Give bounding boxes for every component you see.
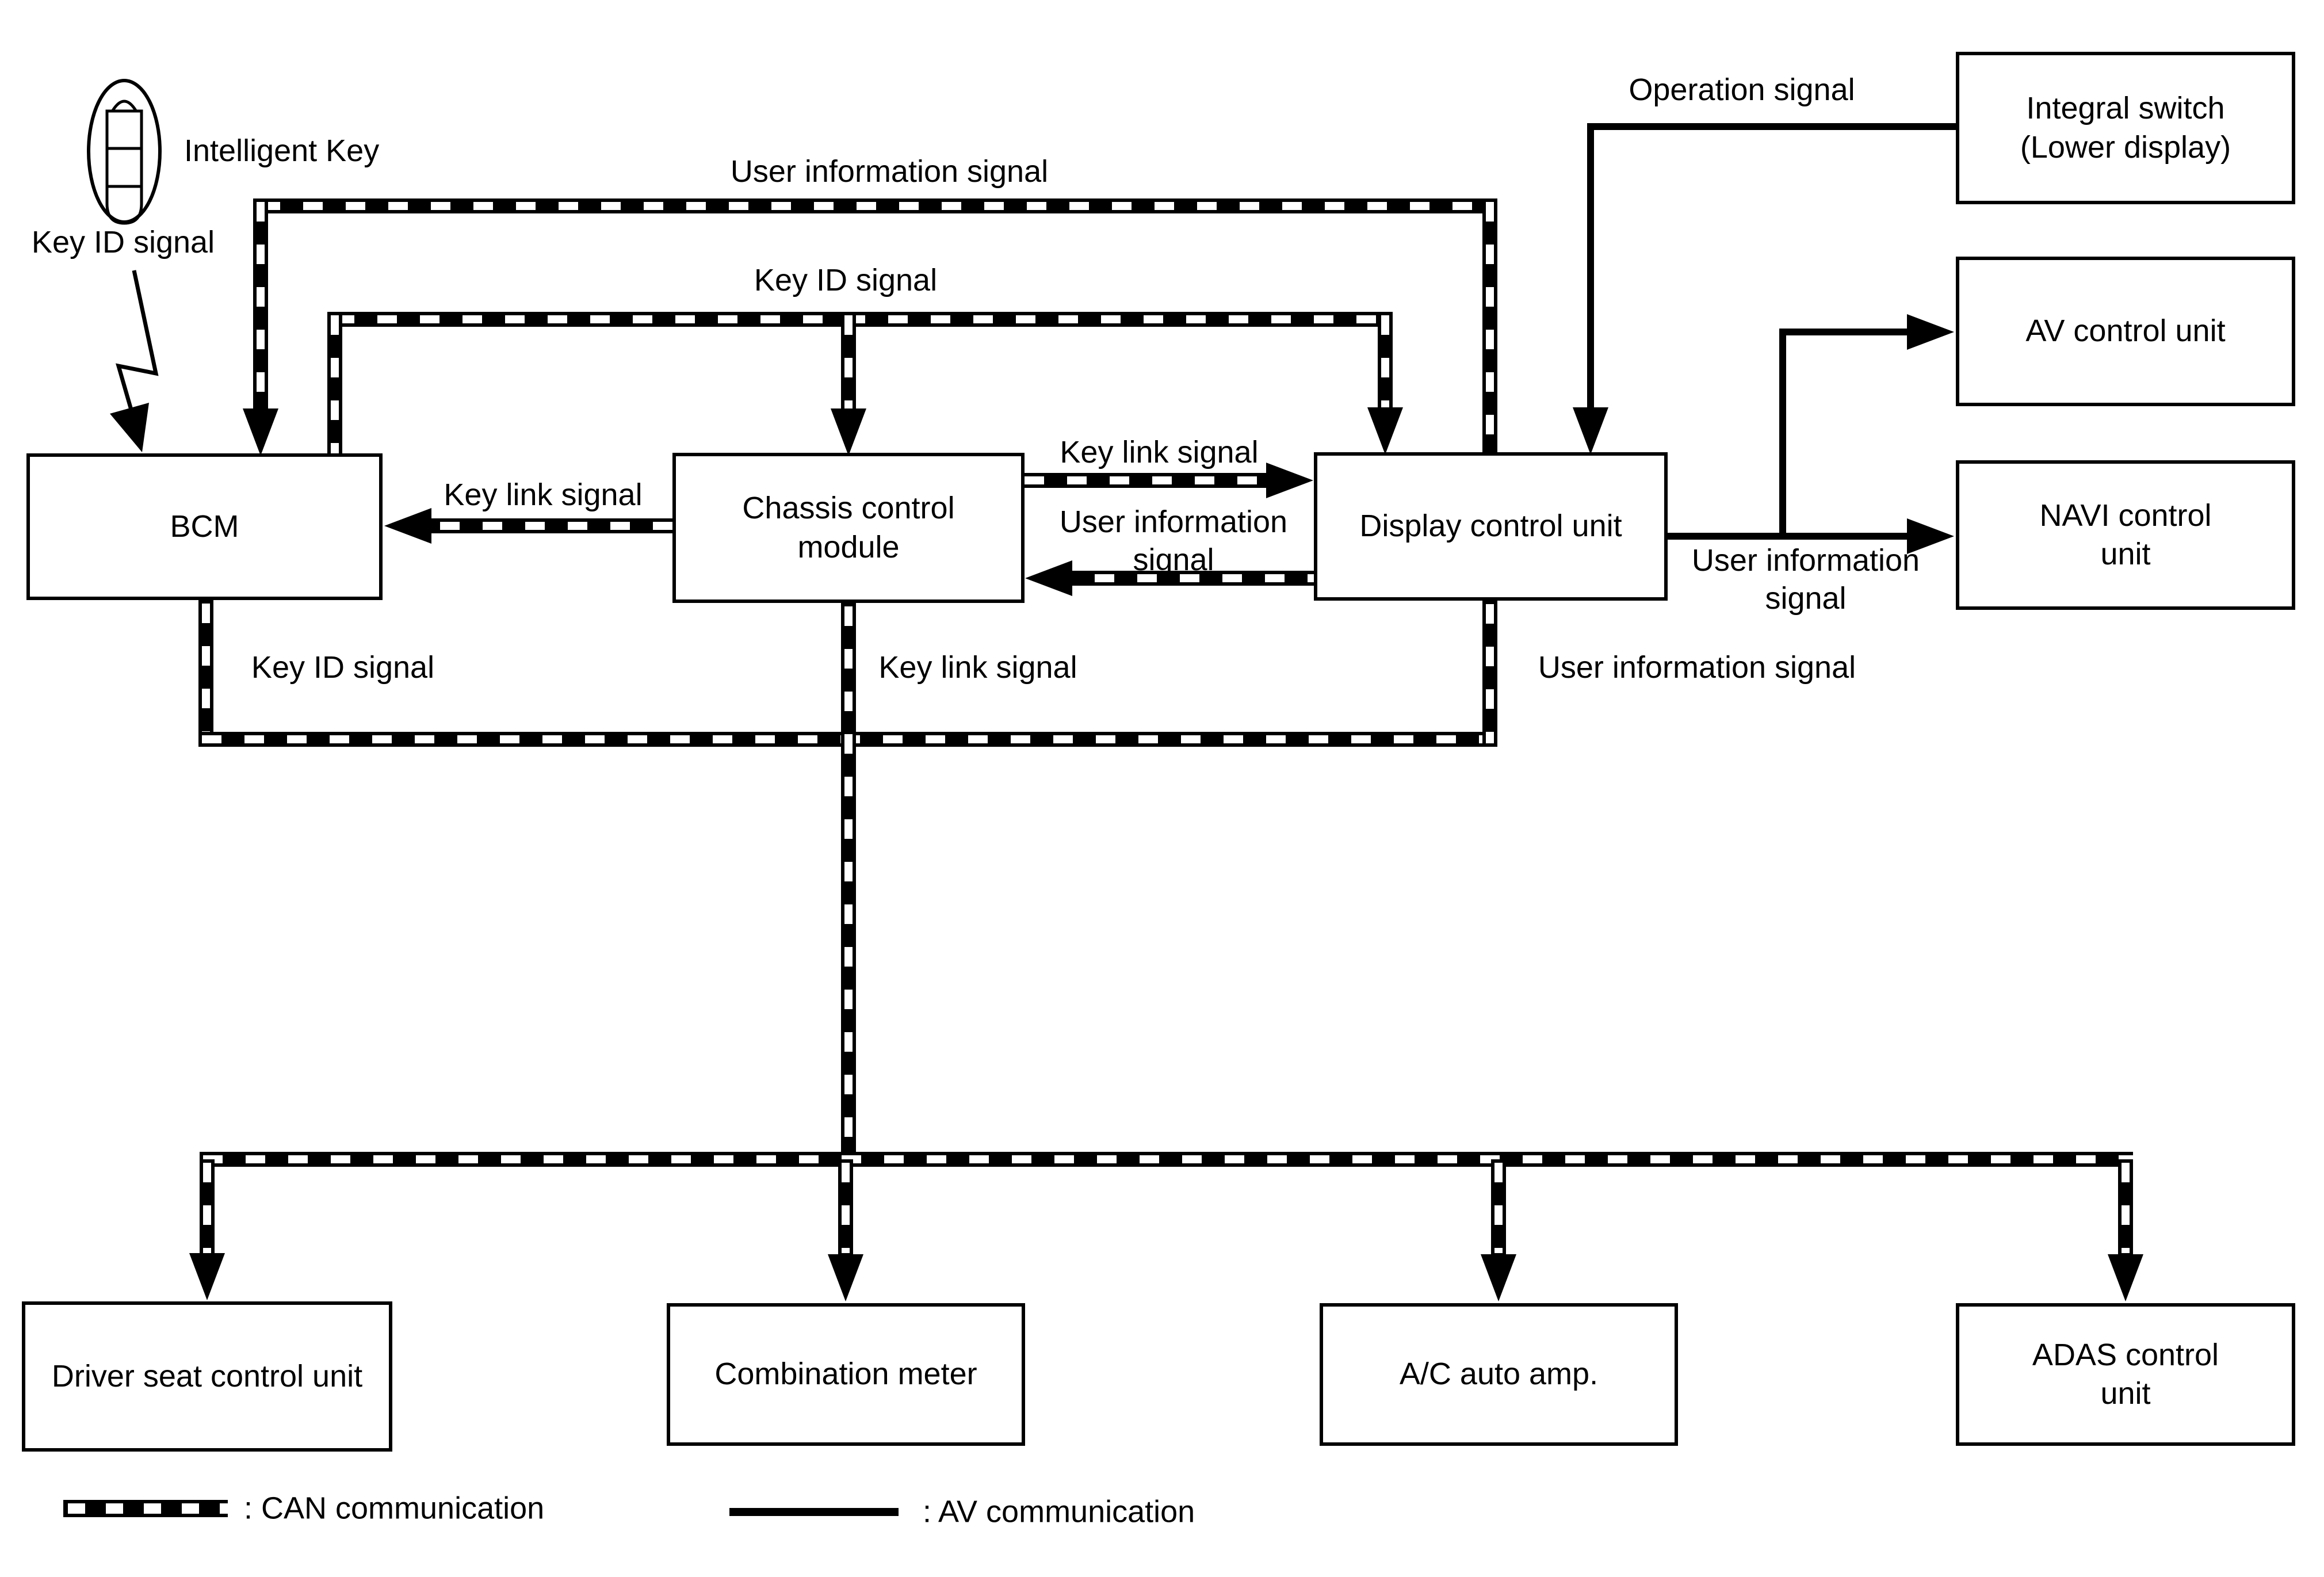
- box-navi-control-unit: NAVI control unit: [1956, 460, 2295, 610]
- can-bus-bottom: [189, 1152, 2143, 1301]
- arrowhead-down-into-bcm: [243, 408, 278, 456]
- label-user-information-signal-mid: User information signal: [1059, 505, 1288, 577]
- label-key-link-signal-display: Key link signal: [1060, 435, 1259, 470]
- label-operation-signal: Operation signal: [1629, 72, 1855, 108]
- arrowhead-right-into-navi: [1907, 518, 1954, 554]
- arrowhead-down-into-driver-seat: [189, 1253, 225, 1300]
- box-chassis-control-module: Chassis control module: [672, 453, 1025, 603]
- can-line-user-info-top: [243, 198, 1497, 456]
- can-bus-middle: [198, 600, 1497, 1159]
- label-intelligent-key: Intelligent Key: [184, 133, 380, 169]
- arrowhead-down-into-chassis: [831, 408, 866, 456]
- box-combination-meter: Combination meter: [667, 1303, 1025, 1446]
- arrowhead-down-into-display-op: [1573, 407, 1608, 455]
- can-line-key-id-top: [327, 312, 1403, 456]
- arrowhead-down-into-display: [1367, 407, 1403, 455]
- label-user-information-signal-bottom: User information signal: [1538, 650, 1856, 685]
- arrowhead-right-into-av: [1907, 314, 1954, 350]
- arrowhead-down-into-ac-amp: [1481, 1254, 1516, 1301]
- box-adas-control-unit: ADAS control unit: [1956, 1303, 2295, 1446]
- arrowhead-down-into-adas: [2108, 1254, 2143, 1301]
- arrowhead-down-into-combination-meter: [828, 1254, 863, 1301]
- label-user-information-signal-nav: User information signal: [1691, 543, 1920, 616]
- label-key-link-signal-bottom: Key link signal: [878, 650, 1077, 685]
- box-bcm: BCM: [26, 453, 383, 600]
- legend-label-can: : CAN communication: [244, 1491, 545, 1526]
- av-line-operation-signal: [1573, 123, 1956, 455]
- can-line-key-link-bcm: [384, 508, 672, 544]
- box-ac-auto-amp: A/C auto amp.: [1320, 1303, 1678, 1446]
- legend-label-av: : AV communication: [923, 1494, 1195, 1529]
- box-av-control-unit: AV control unit: [1956, 257, 2295, 406]
- arrowhead-left-into-bcm: [384, 508, 431, 544]
- arrowhead-right-into-display: [1266, 463, 1313, 498]
- box-integral-switch: Integral switch (Lower display): [1956, 52, 2295, 204]
- can-line-key-link-display: [1025, 463, 1313, 498]
- av-line-user-info-out: [1668, 314, 1954, 554]
- arrowhead-lightning-tip: [110, 403, 149, 452]
- key-id-lightning-arrow: [110, 270, 159, 452]
- label-key-id-signal-left: Key ID signal: [31, 225, 215, 260]
- box-driver-seat-control-unit: Driver seat control unit: [22, 1301, 392, 1452]
- label-key-id-signal-bottom: Key ID signal: [251, 650, 435, 685]
- label-key-id-signal-top: Key ID signal: [754, 263, 938, 298]
- label-key-link-signal-bcm: Key link signal: [444, 478, 643, 513]
- label-user-information-signal-top: User information signal: [730, 154, 1049, 189]
- intelligent-key-icon: [87, 79, 162, 225]
- arrowhead-left-into-chassis: [1025, 560, 1072, 596]
- box-display-control-unit: Display control unit: [1314, 452, 1668, 601]
